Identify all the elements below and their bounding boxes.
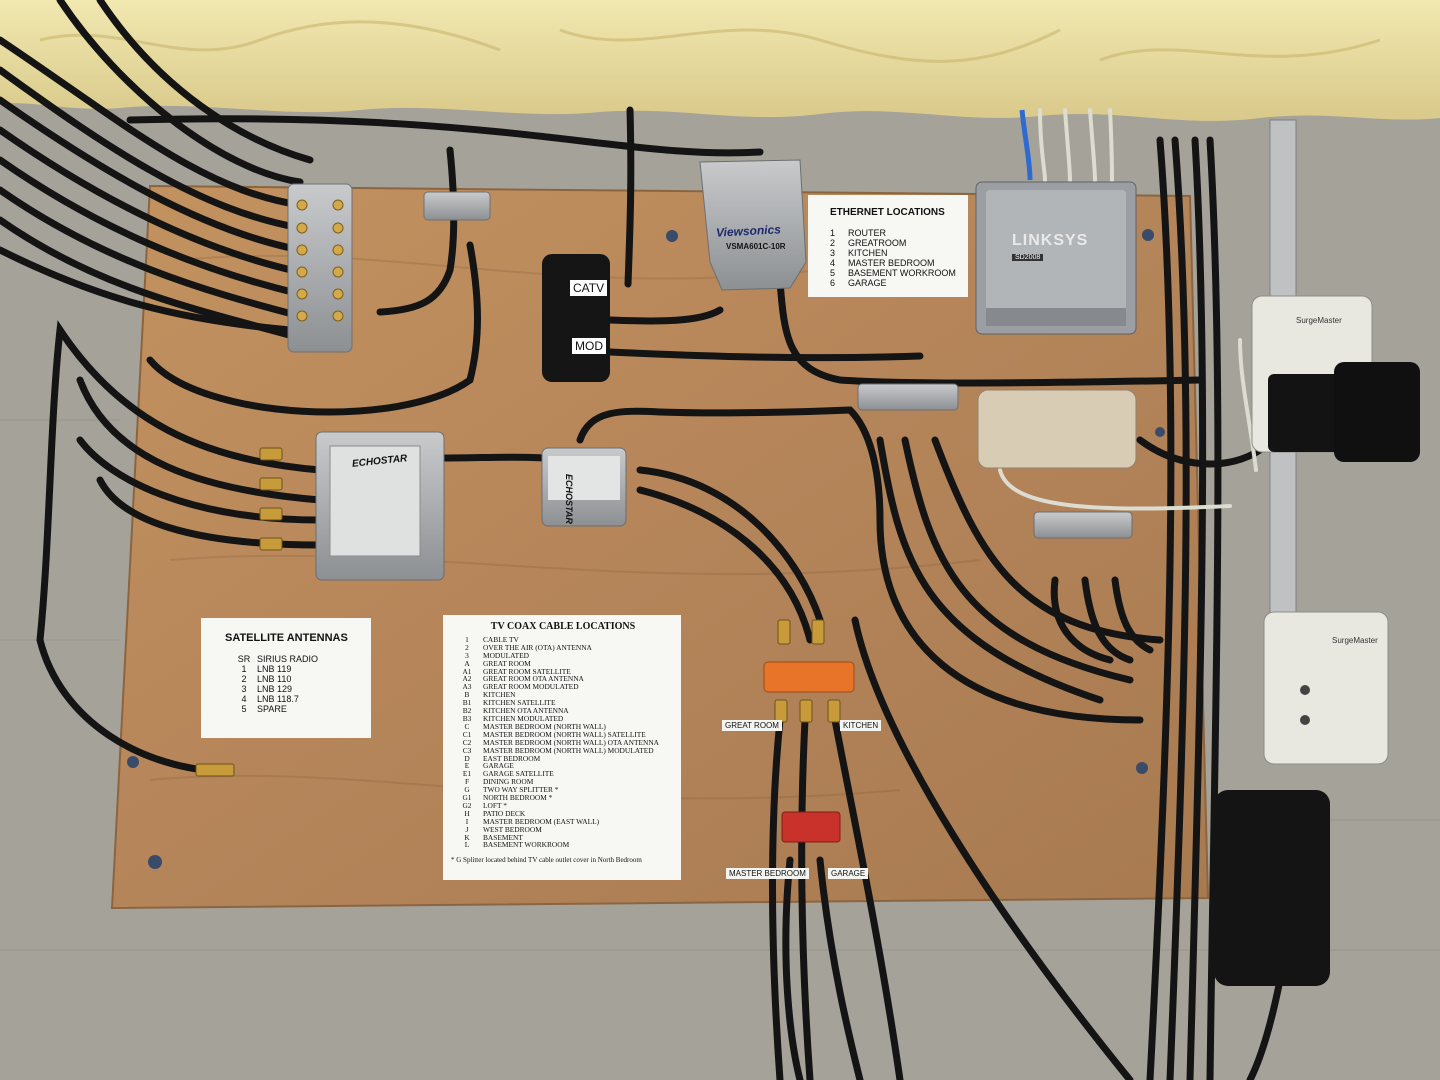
echostar-multiswitch: [315, 431, 445, 581]
satellite-ground-block: [287, 183, 353, 353]
satellite-plaque-title: SATELLITE ANTENNAS: [225, 632, 348, 644]
power-adapter-1: [1268, 374, 1340, 452]
splitter-red: [781, 811, 841, 843]
echostar-splitter: [541, 447, 627, 527]
small-splitter-top: [423, 191, 491, 221]
surge-brand-bottom: SurgeMaster: [1332, 636, 1378, 645]
wall-plate-mod-label: MOD: [572, 338, 606, 354]
splitter-orange: [763, 661, 855, 693]
viewsonics-amplifier: [699, 159, 807, 291]
power-brick: [1214, 790, 1330, 986]
echostar-small-brand: ECHOSTAR: [564, 474, 574, 524]
tag-great-room: GREAT ROOM: [722, 720, 782, 731]
ethernet-cable: [1038, 108, 1047, 182]
plywood-board: [110, 184, 1210, 910]
splitter-right-bottom: [1033, 511, 1133, 539]
amplifier-model: VSMA601C-10R: [726, 242, 786, 251]
surge-brand-top: SurgeMaster: [1296, 316, 1342, 325]
power-adapter-2: [1334, 362, 1420, 462]
tag-kitchen: KITCHEN: [840, 720, 882, 731]
coax-cables: [0, 0, 1284, 1080]
switch-model: SD2008: [1012, 254, 1044, 261]
wall-plate: [542, 254, 610, 382]
wall-plate-catv-label: CATV: [570, 280, 608, 296]
tv-plaque-title: TV COAX CABLE LOCATIONS: [490, 621, 636, 632]
ethernet-plaque-title: ETHERNET LOCATIONS: [830, 207, 945, 218]
insulation: [0, 0, 1440, 121]
tag-master-bedroom: MASTER BEDROOM: [726, 868, 809, 879]
splitter-right-top: [857, 383, 959, 411]
tag-garage: GARAGE: [828, 868, 869, 879]
tv-plaque-footnote: * G Splitter located behind TV cable out…: [451, 856, 642, 865]
switch-brand: LINKSYS: [1012, 232, 1089, 249]
distribution-amplifier: [977, 389, 1137, 469]
surge-protector-bottom: [1263, 611, 1389, 765]
